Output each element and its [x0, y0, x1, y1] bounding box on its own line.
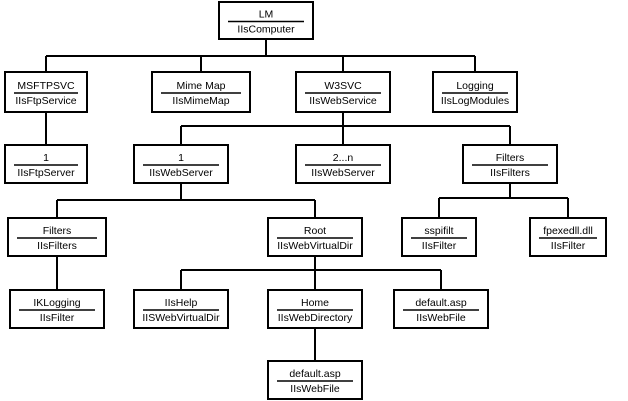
node-name: IKLogging	[33, 297, 80, 309]
node-box	[295, 144, 391, 184]
node-type: IIsWebServer	[311, 167, 375, 179]
connectors	[45, 39, 569, 361]
node-name: Filters	[43, 225, 72, 237]
node-type: IIsMimeMap	[172, 95, 229, 107]
node-type: IIsWebVirtualDir	[277, 240, 353, 252]
node-name: LM	[259, 9, 274, 21]
node-type: IIsFtpService	[15, 95, 76, 107]
node-box	[4, 71, 88, 113]
node-box	[462, 144, 558, 184]
node-box	[267, 217, 363, 257]
node-box	[4, 144, 88, 184]
node-type: IIsFilter	[40, 312, 75, 324]
node-msftpsvc: MSFTPSVC IIsFtpService	[4, 71, 88, 113]
node-type: IIsWebDirectory	[278, 312, 353, 324]
node-name: fpexedll.dll	[543, 225, 593, 237]
node-name: Root	[304, 225, 326, 237]
node-type: IIsWebFile	[290, 383, 340, 395]
node-box	[133, 289, 229, 329]
connector-lm-to-services	[45, 39, 476, 72]
connector-filters-to-filter-entries	[438, 183, 569, 218]
node-w3svc: W3SVC IIsWebService	[295, 71, 391, 113]
node-type: IISWebVirtualDir	[142, 312, 220, 324]
node-box	[7, 217, 107, 257]
node-box	[267, 289, 363, 329]
node-box	[432, 71, 518, 113]
node-name: 2...n	[333, 152, 354, 164]
node-box	[295, 71, 391, 113]
node-box	[267, 360, 363, 400]
node-name: Home	[301, 297, 329, 309]
node-box	[151, 71, 251, 113]
node-type: IIsFilter	[551, 240, 586, 252]
connector-webserver1-to-children	[56, 183, 316, 218]
node-name: 1	[43, 152, 49, 164]
node-type: IIsFtpServer	[17, 167, 75, 179]
node-name: 1	[178, 152, 184, 164]
node-type: IIsFilters	[37, 240, 77, 252]
node-type: IIsWebFile	[416, 312, 466, 324]
node-box	[401, 217, 477, 257]
node-box	[393, 289, 489, 329]
node-name: MSFTPSVC	[17, 80, 75, 92]
node-name: Filters	[496, 152, 525, 164]
connector-root-to-children	[180, 256, 442, 290]
node-name: default.asp	[415, 297, 467, 309]
node-type: IIsFilters	[490, 167, 530, 179]
node-name: Logging	[456, 80, 494, 92]
node-type: IIsComputer	[237, 24, 295, 36]
node-type: IIsFilter	[422, 240, 457, 252]
node-name: IIsHelp	[165, 297, 198, 309]
node-lm: LM IIsComputer	[218, 1, 314, 40]
node-box	[529, 217, 607, 257]
node-box	[133, 144, 229, 184]
connector-w3svc-to-children	[180, 112, 511, 145]
node-name: sspifilt	[424, 225, 453, 237]
node-box	[9, 289, 105, 329]
node-type: IIsLogModules	[441, 95, 509, 107]
node-name: default.asp	[289, 368, 341, 380]
node-box	[218, 1, 314, 40]
node-type: IIsWebService	[309, 95, 377, 107]
node-name: W3SVC	[324, 80, 362, 92]
node-name: Mime Map	[176, 80, 225, 92]
node-type: IIsWebServer	[149, 167, 213, 179]
